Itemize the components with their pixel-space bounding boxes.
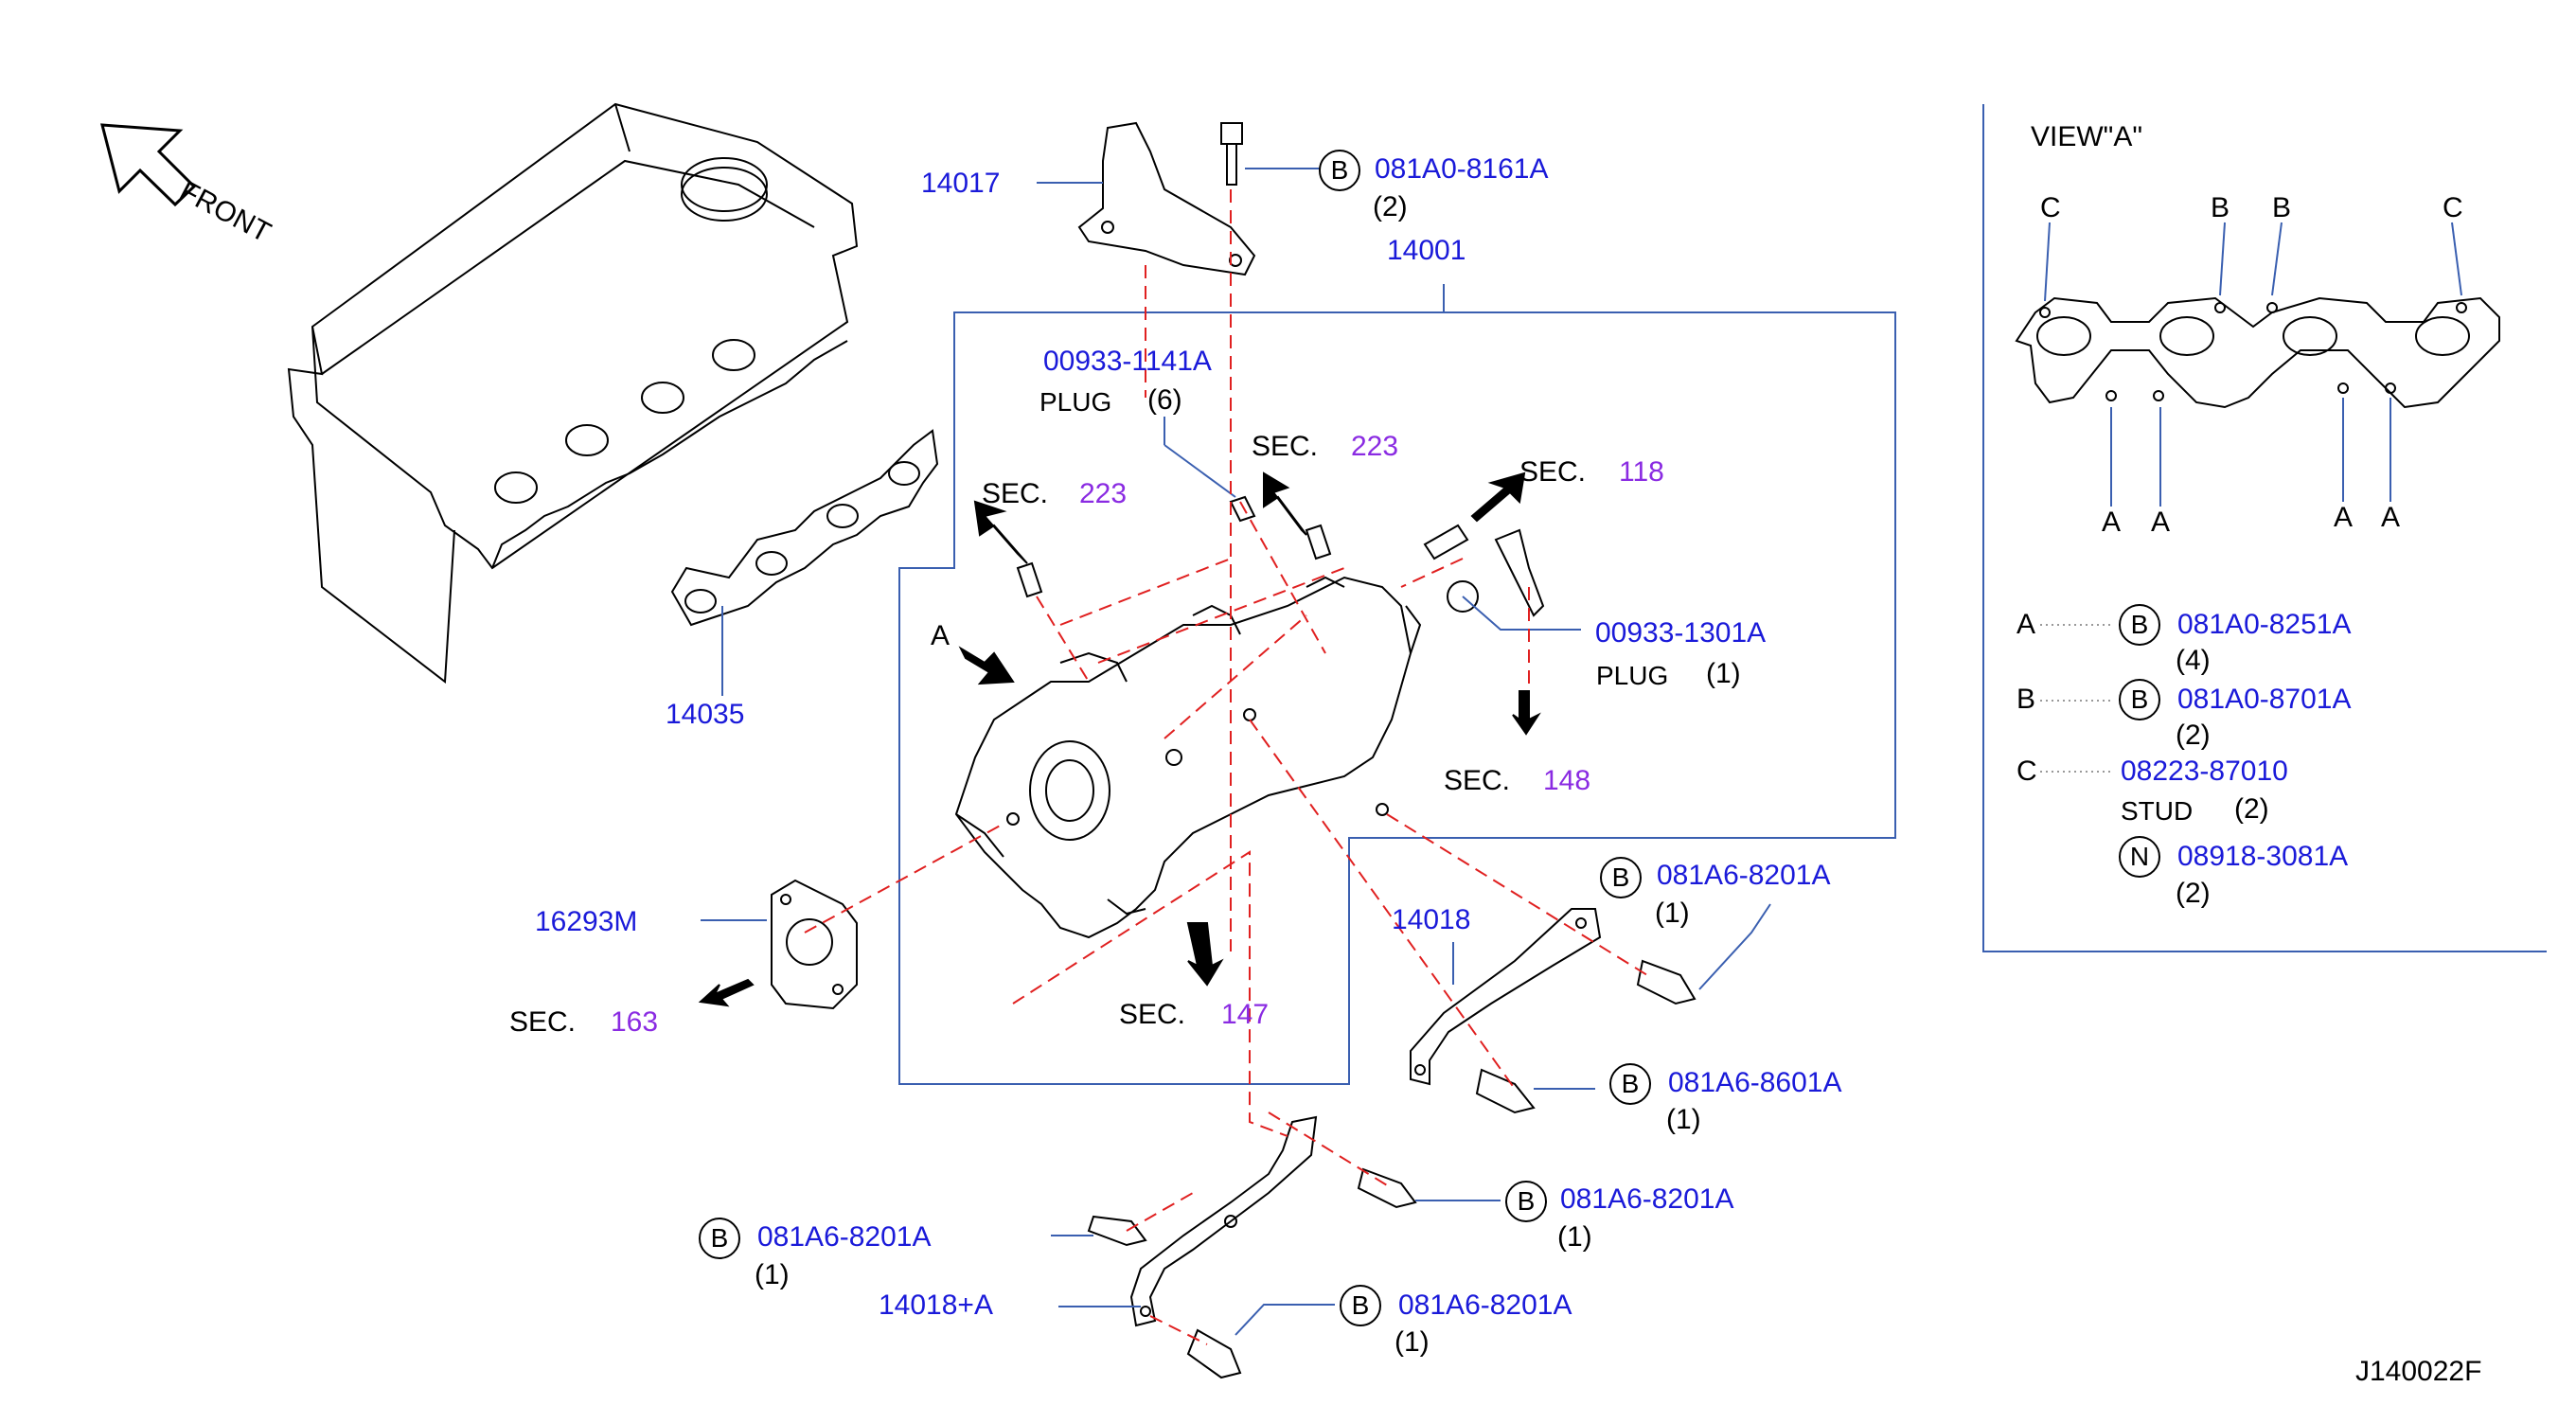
view-a-bottom-label: A xyxy=(2151,507,2171,538)
part-bolt-b: 081A6-8201A xyxy=(1398,1289,1572,1321)
part-bolt-r2: 081A6-8601A xyxy=(1668,1067,1842,1098)
circle-b-icon: B xyxy=(699,1218,740,1259)
legend-qty: (2) xyxy=(2234,793,2269,825)
bolt-top-drawing xyxy=(1220,122,1243,186)
legend-part: 08223-87010 xyxy=(2121,756,2288,787)
sec-118: 118 xyxy=(1619,456,1664,488)
sec-148-prefix: SEC. xyxy=(1444,765,1511,796)
view-a-leaders xyxy=(2044,222,2462,507)
label-14035: 14035 xyxy=(666,699,745,730)
qty-bolt-b: (1) xyxy=(1395,1326,1430,1358)
qty-bolt-r2: (1) xyxy=(1666,1104,1701,1135)
view-a-bottom-label: A xyxy=(2102,507,2122,538)
plug2-qty: (1) xyxy=(1706,658,1741,689)
label-14017: 14017 xyxy=(921,168,1001,199)
plug1-part: 00933-1141A xyxy=(1043,346,1212,377)
qty-bolt-top: (2) xyxy=(1373,191,1408,222)
view-a-bottom-label: A xyxy=(2334,502,2354,533)
arrow-sec-163-icon xyxy=(698,978,755,1007)
arrow-sec-148-icon xyxy=(1512,690,1541,736)
gasket-16293m-drawing xyxy=(771,879,858,1010)
circle-b-icon: B xyxy=(1505,1181,1547,1222)
view-a-top-label: C xyxy=(2443,192,2463,223)
circle-b-icon: B xyxy=(1600,857,1642,898)
sec-223a: 223 xyxy=(1079,478,1128,509)
view-a-top-label: C xyxy=(2040,192,2061,223)
bolts-drawing xyxy=(1087,959,1697,1379)
circle-b-icon: B xyxy=(2119,604,2160,646)
legend-desc: STUD xyxy=(2121,796,2194,826)
view-a-title: VIEW"A" xyxy=(2031,121,2142,152)
circle-b-icon: B xyxy=(1609,1063,1651,1105)
legend-qty: (2) xyxy=(2176,720,2211,751)
circle-n-icon: N xyxy=(2119,836,2160,878)
sec-163-prefix: SEC. xyxy=(509,1006,577,1038)
circle-b-icon: B xyxy=(1319,150,1360,191)
label-14001: 14001 xyxy=(1387,235,1466,266)
plug2-part: 00933-1301A xyxy=(1595,617,1767,649)
legend-part: 081A0-8251A xyxy=(2177,609,2352,640)
arrow-a-icon xyxy=(958,646,1015,685)
sec-223b-prefix: SEC. xyxy=(1252,431,1319,462)
circle-b-icon: B xyxy=(1340,1285,1381,1326)
part-081a0-8161a: 081A0-8161A xyxy=(1375,153,1549,185)
engine-head-drawing xyxy=(287,102,859,684)
leader-lines xyxy=(701,104,2547,1336)
arrow-sec-118-icon xyxy=(1470,471,1526,523)
arrow-sec-223b-icon xyxy=(1263,471,1307,536)
gasket-14035-drawing xyxy=(670,429,939,627)
legend-key: B xyxy=(2016,684,2036,715)
bracket-14018a-drawing xyxy=(1129,1115,1318,1327)
qty-bolt-r3: (1) xyxy=(1557,1221,1592,1253)
sec-147-prefix: SEC. xyxy=(1119,999,1186,1030)
diagram-code: J140022F xyxy=(2355,1356,2482,1387)
sec-223b: 223 xyxy=(1351,431,1399,462)
assembly-dashed-lines xyxy=(804,189,1648,1345)
part-bolt-l: 081A6-8201A xyxy=(757,1221,932,1253)
arrow-sec-223a-icon xyxy=(973,500,1028,564)
qty-bolt-l: (1) xyxy=(755,1259,790,1290)
plug2-desc: PLUG xyxy=(1596,661,1669,690)
plug1-qty: (6) xyxy=(1147,384,1182,416)
sec-223a-prefix: SEC. xyxy=(982,478,1049,509)
front-arrow-icon xyxy=(100,123,197,207)
legend-qty: (2) xyxy=(2176,878,2211,909)
sec-163: 163 xyxy=(611,1006,659,1038)
view-a-top-label: B xyxy=(2211,192,2230,223)
circle-b-icon: B xyxy=(2119,679,2160,720)
section-arrows xyxy=(698,471,1541,1007)
intake-manifold-drawing xyxy=(954,576,1422,939)
view-a-bottom-label: A xyxy=(2381,502,2401,533)
legend-key: C xyxy=(2016,756,2037,787)
sec-147: 147 xyxy=(1221,999,1270,1030)
part-bolt-r3: 081A6-8201A xyxy=(1560,1183,1734,1215)
part-bolt-r1: 081A6-8201A xyxy=(1657,860,1831,891)
arrow-a-label: A xyxy=(931,620,950,651)
label-14018a: 14018+A xyxy=(879,1289,993,1321)
bracket-14017-drawing xyxy=(1077,121,1256,276)
sec-118-prefix: SEC. xyxy=(1519,456,1587,488)
qty-bolt-r1: (1) xyxy=(1655,898,1690,929)
legend-qty: (4) xyxy=(2176,645,2211,676)
view-a-gasket-drawing xyxy=(2015,296,2500,409)
legend-dotted-leaders xyxy=(2040,624,2111,773)
view-a-top-label: B xyxy=(2272,192,2292,223)
arrow-sec-147-icon xyxy=(1186,922,1224,987)
legend-part: 08918-3081A xyxy=(2177,841,2349,872)
label-16293m: 16293M xyxy=(535,906,638,937)
legend-part: 081A0-8701A xyxy=(2177,684,2352,715)
sec-148: 148 xyxy=(1543,765,1591,796)
plug1-desc: PLUG xyxy=(1039,387,1112,417)
label-14018: 14018 xyxy=(1392,904,1471,935)
plugs-drawing xyxy=(1016,495,1545,617)
legend-key: A xyxy=(2016,609,2036,640)
bracket-14018-drawing xyxy=(1410,908,1602,1086)
